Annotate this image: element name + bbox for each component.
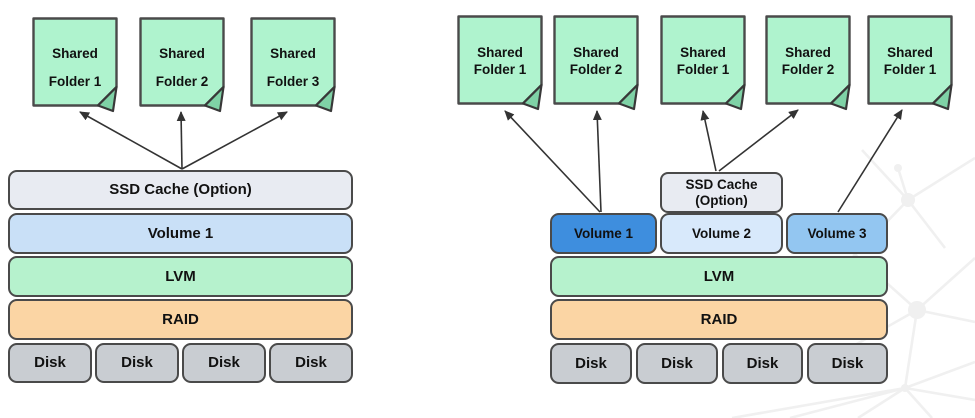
- folder-label: Shared Folder 1: [457, 15, 543, 105]
- folder-label-line2: Folder 3: [266, 74, 320, 89]
- layer-label: RAID: [162, 310, 199, 328]
- layer-raid: RAID: [8, 299, 353, 340]
- disk-box: Disk: [182, 343, 266, 383]
- folder-label: Shared Folder 2: [765, 15, 851, 105]
- layer-volume-1: Volume 1: [8, 213, 353, 254]
- folder-label-line1: Shared: [785, 45, 831, 60]
- note-icon: [765, 15, 851, 111]
- layer-label: LVM: [165, 267, 196, 285]
- disk-label: Disk: [295, 354, 327, 372]
- folder-label-line1: Shared: [270, 46, 316, 61]
- folder-label-line2: Folder 2: [569, 62, 623, 77]
- layer-ssd-cache: SSD Cache (Option): [8, 170, 353, 210]
- shared-folder-note: Shared Folder 2: [765, 15, 851, 111]
- shared-folder-note: Shared Folder 2: [139, 17, 225, 113]
- folder-label: Shared Folder 1: [32, 17, 118, 107]
- layer-label: Volume 1: [147, 224, 214, 242]
- shared-folder-note: Shared Folder 1: [457, 15, 543, 111]
- layer-label: Volume 3: [807, 225, 867, 241]
- disk-box: Disk: [269, 343, 353, 383]
- disk-box: Disk: [550, 343, 632, 384]
- note-icon: [139, 17, 225, 113]
- layer-label: Volume 2: [691, 225, 752, 241]
- disk-label: Disk: [575, 354, 607, 372]
- shared-folder-note: Shared Folder 1: [867, 15, 953, 111]
- note-icon: [457, 15, 543, 111]
- shared-folder-note: Shared Folder 3: [250, 17, 336, 113]
- disk-label: Disk: [121, 354, 153, 372]
- layer-label: Volume 1: [573, 225, 634, 241]
- note-icon: [250, 17, 336, 113]
- folder-label-line1: Shared: [680, 45, 726, 60]
- disk-box: Disk: [636, 343, 718, 384]
- disk-label: Disk: [661, 354, 693, 372]
- disk-box: Disk: [807, 343, 888, 384]
- layer-volume-2: Volume 2: [660, 213, 783, 254]
- disk-box: Disk: [95, 343, 179, 383]
- folder-label-line2: Folder 1: [48, 74, 102, 89]
- disk-label: Disk: [746, 354, 779, 372]
- disk-label: Disk: [831, 354, 864, 372]
- layer-volume-3: Volume 3: [786, 213, 888, 254]
- layer-label: LVM: [703, 267, 735, 285]
- folder-label-line1: Shared: [573, 45, 619, 60]
- disk-box: Disk: [8, 343, 92, 383]
- note-icon: [32, 17, 118, 113]
- folder-label-line1: Shared: [159, 46, 205, 61]
- folder-label: Shared Folder 1: [867, 15, 953, 105]
- folder-label-line1: Shared: [52, 46, 98, 61]
- ssd-cache-line1: SSD Cache: [685, 176, 758, 192]
- layer-ssd-cache-option: SSD Cache (Option): [660, 172, 783, 213]
- folder-label-line2: Folder 2: [781, 62, 835, 77]
- folder-label-line1: Shared: [887, 45, 933, 60]
- layer-lvm: LVM: [8, 256, 353, 297]
- ssd-cache-line2: (Option): [695, 192, 748, 208]
- folder-label-line2: Folder 1: [676, 62, 730, 77]
- shared-folder-note: Shared Folder 1: [660, 15, 746, 111]
- disk-box: Disk: [722, 343, 803, 384]
- folder-label: Shared Folder 2: [139, 17, 225, 107]
- folder-label: Shared Folder 1: [660, 15, 746, 105]
- layer-label: RAID: [700, 310, 738, 328]
- layer-label: SSD Cache (Option): [109, 181, 252, 199]
- folder-label-line2: Folder 2: [155, 74, 209, 89]
- folder-label-line2: Folder 1: [883, 62, 937, 77]
- note-icon: [867, 15, 953, 111]
- folder-label-line1: Shared: [477, 45, 523, 60]
- folder-label: Shared Folder 3: [250, 17, 336, 107]
- folder-label-line2: Folder 1: [473, 62, 527, 77]
- layer-volume-1: Volume 1: [550, 213, 657, 254]
- layer-lvm: LVM: [550, 256, 888, 297]
- folder-label: Shared Folder 2: [553, 15, 639, 105]
- note-icon: [660, 15, 746, 111]
- layer-raid: RAID: [550, 299, 888, 340]
- disk-label: Disk: [34, 354, 66, 372]
- shared-folder-note: Shared Folder 1: [32, 17, 118, 113]
- note-icon: [553, 15, 639, 111]
- shared-folder-note: Shared Folder 2: [553, 15, 639, 111]
- disk-label: Disk: [208, 354, 240, 372]
